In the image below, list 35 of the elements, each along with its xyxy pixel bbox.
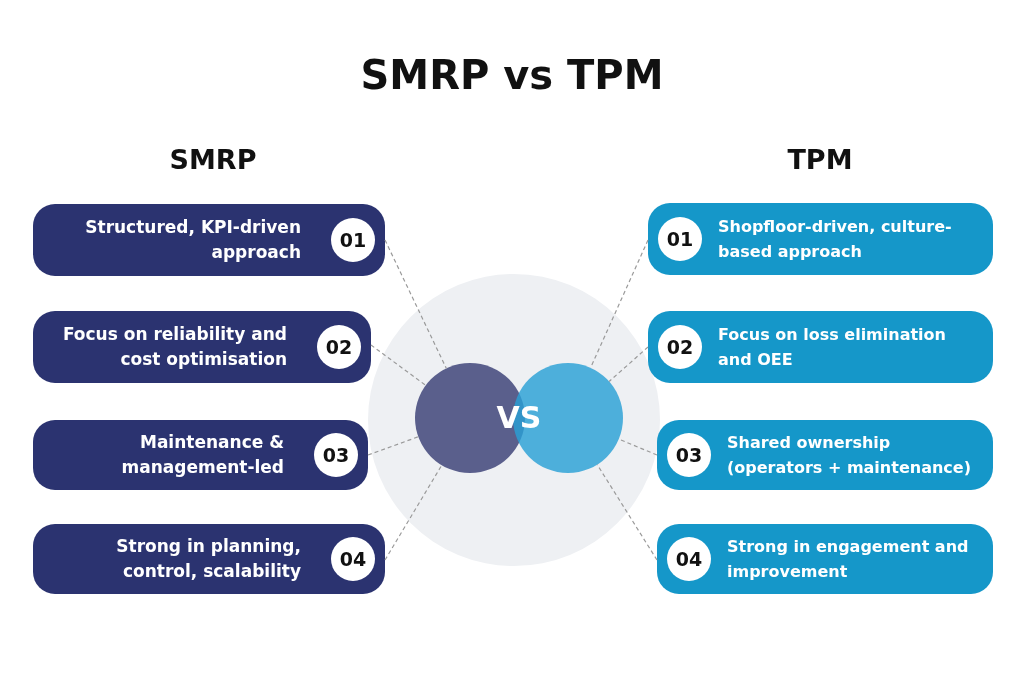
comparison-pill — [33, 524, 385, 594]
leader-line — [367, 436, 419, 456]
number-badge: 04 — [667, 537, 711, 581]
number-badge: 03 — [667, 433, 711, 477]
comparison-pill — [657, 420, 993, 490]
point-text: Shopfloor-driven, culture-based approach — [718, 216, 953, 263]
comparison-pill — [648, 311, 993, 383]
number-badge: 01 — [331, 218, 375, 262]
comparison-pill — [648, 203, 993, 275]
point-text: Structured, KPI-driven approach — [84, 216, 301, 264]
comparison-pill — [33, 311, 371, 383]
point-text: Shared ownership (operators + maintenance) — [727, 432, 972, 479]
leader-line — [596, 464, 658, 561]
number-badge: 02 — [658, 325, 702, 369]
number-badge: 02 — [317, 325, 361, 369]
leader-line — [370, 344, 427, 386]
title: SMRP vs TPM — [359, 52, 665, 98]
comparison-pill — [33, 204, 385, 276]
comparison-pill — [33, 420, 368, 490]
point-text: Strong in engagement and improvement — [727, 536, 970, 583]
number-badge: 03 — [314, 433, 358, 477]
number-badge: 01 — [658, 217, 702, 261]
point-text: Strong in planning, control, scalability — [115, 535, 301, 583]
number-badge: 04 — [331, 537, 375, 581]
point-text: Maintenance & management-led — [120, 431, 284, 479]
leader-line — [384, 239, 447, 369]
point-text: Focus on loss elimination and OEE — [718, 324, 947, 371]
column-heading: TPM — [786, 144, 854, 175]
leader-line — [618, 438, 658, 456]
point-text: Focus on reliability and cost optimisation — [61, 323, 287, 371]
column-heading: SMRP — [168, 144, 258, 175]
leader-line — [384, 464, 443, 561]
vs-text: VS — [495, 400, 543, 435]
leader-line — [608, 346, 649, 383]
comparison-pill — [657, 524, 993, 594]
